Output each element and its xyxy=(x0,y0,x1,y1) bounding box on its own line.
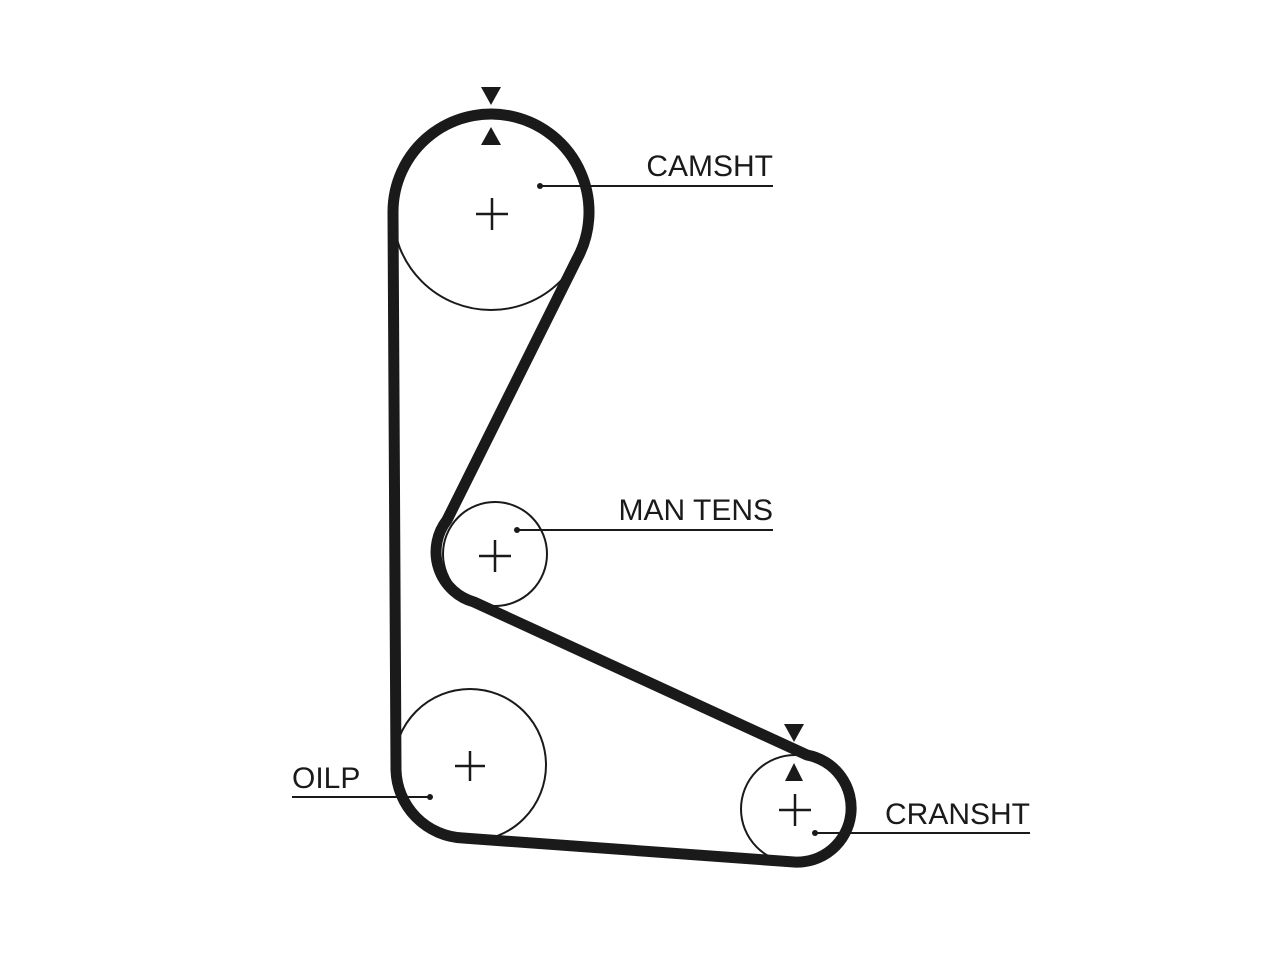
crankshaft-timing-mark-up-icon xyxy=(785,763,803,781)
oil-pump-label: OILP xyxy=(292,762,360,795)
camshaft-timing-mark-up-icon xyxy=(481,127,501,145)
crankshaft-leader xyxy=(812,830,1030,836)
oil-pump-leader xyxy=(292,794,433,800)
manual-tensioner-label: MAN TENS xyxy=(619,494,773,527)
manual-tensioner-leader xyxy=(514,527,773,533)
timing-belt xyxy=(387,108,857,868)
oil-pump-center-cross xyxy=(455,751,485,781)
camshaft-timing-mark-down-icon xyxy=(481,87,501,105)
crankshaft-label: CRANSHT xyxy=(885,798,1030,831)
crankshaft-center-cross xyxy=(779,794,811,826)
manual-tensioner-center-cross xyxy=(479,540,511,572)
crankshaft-timing-mark-down-icon xyxy=(784,724,804,742)
camshaft-leader xyxy=(537,183,773,189)
camshaft-label: CAMSHT xyxy=(646,150,773,183)
camshaft-center-cross xyxy=(476,198,508,230)
